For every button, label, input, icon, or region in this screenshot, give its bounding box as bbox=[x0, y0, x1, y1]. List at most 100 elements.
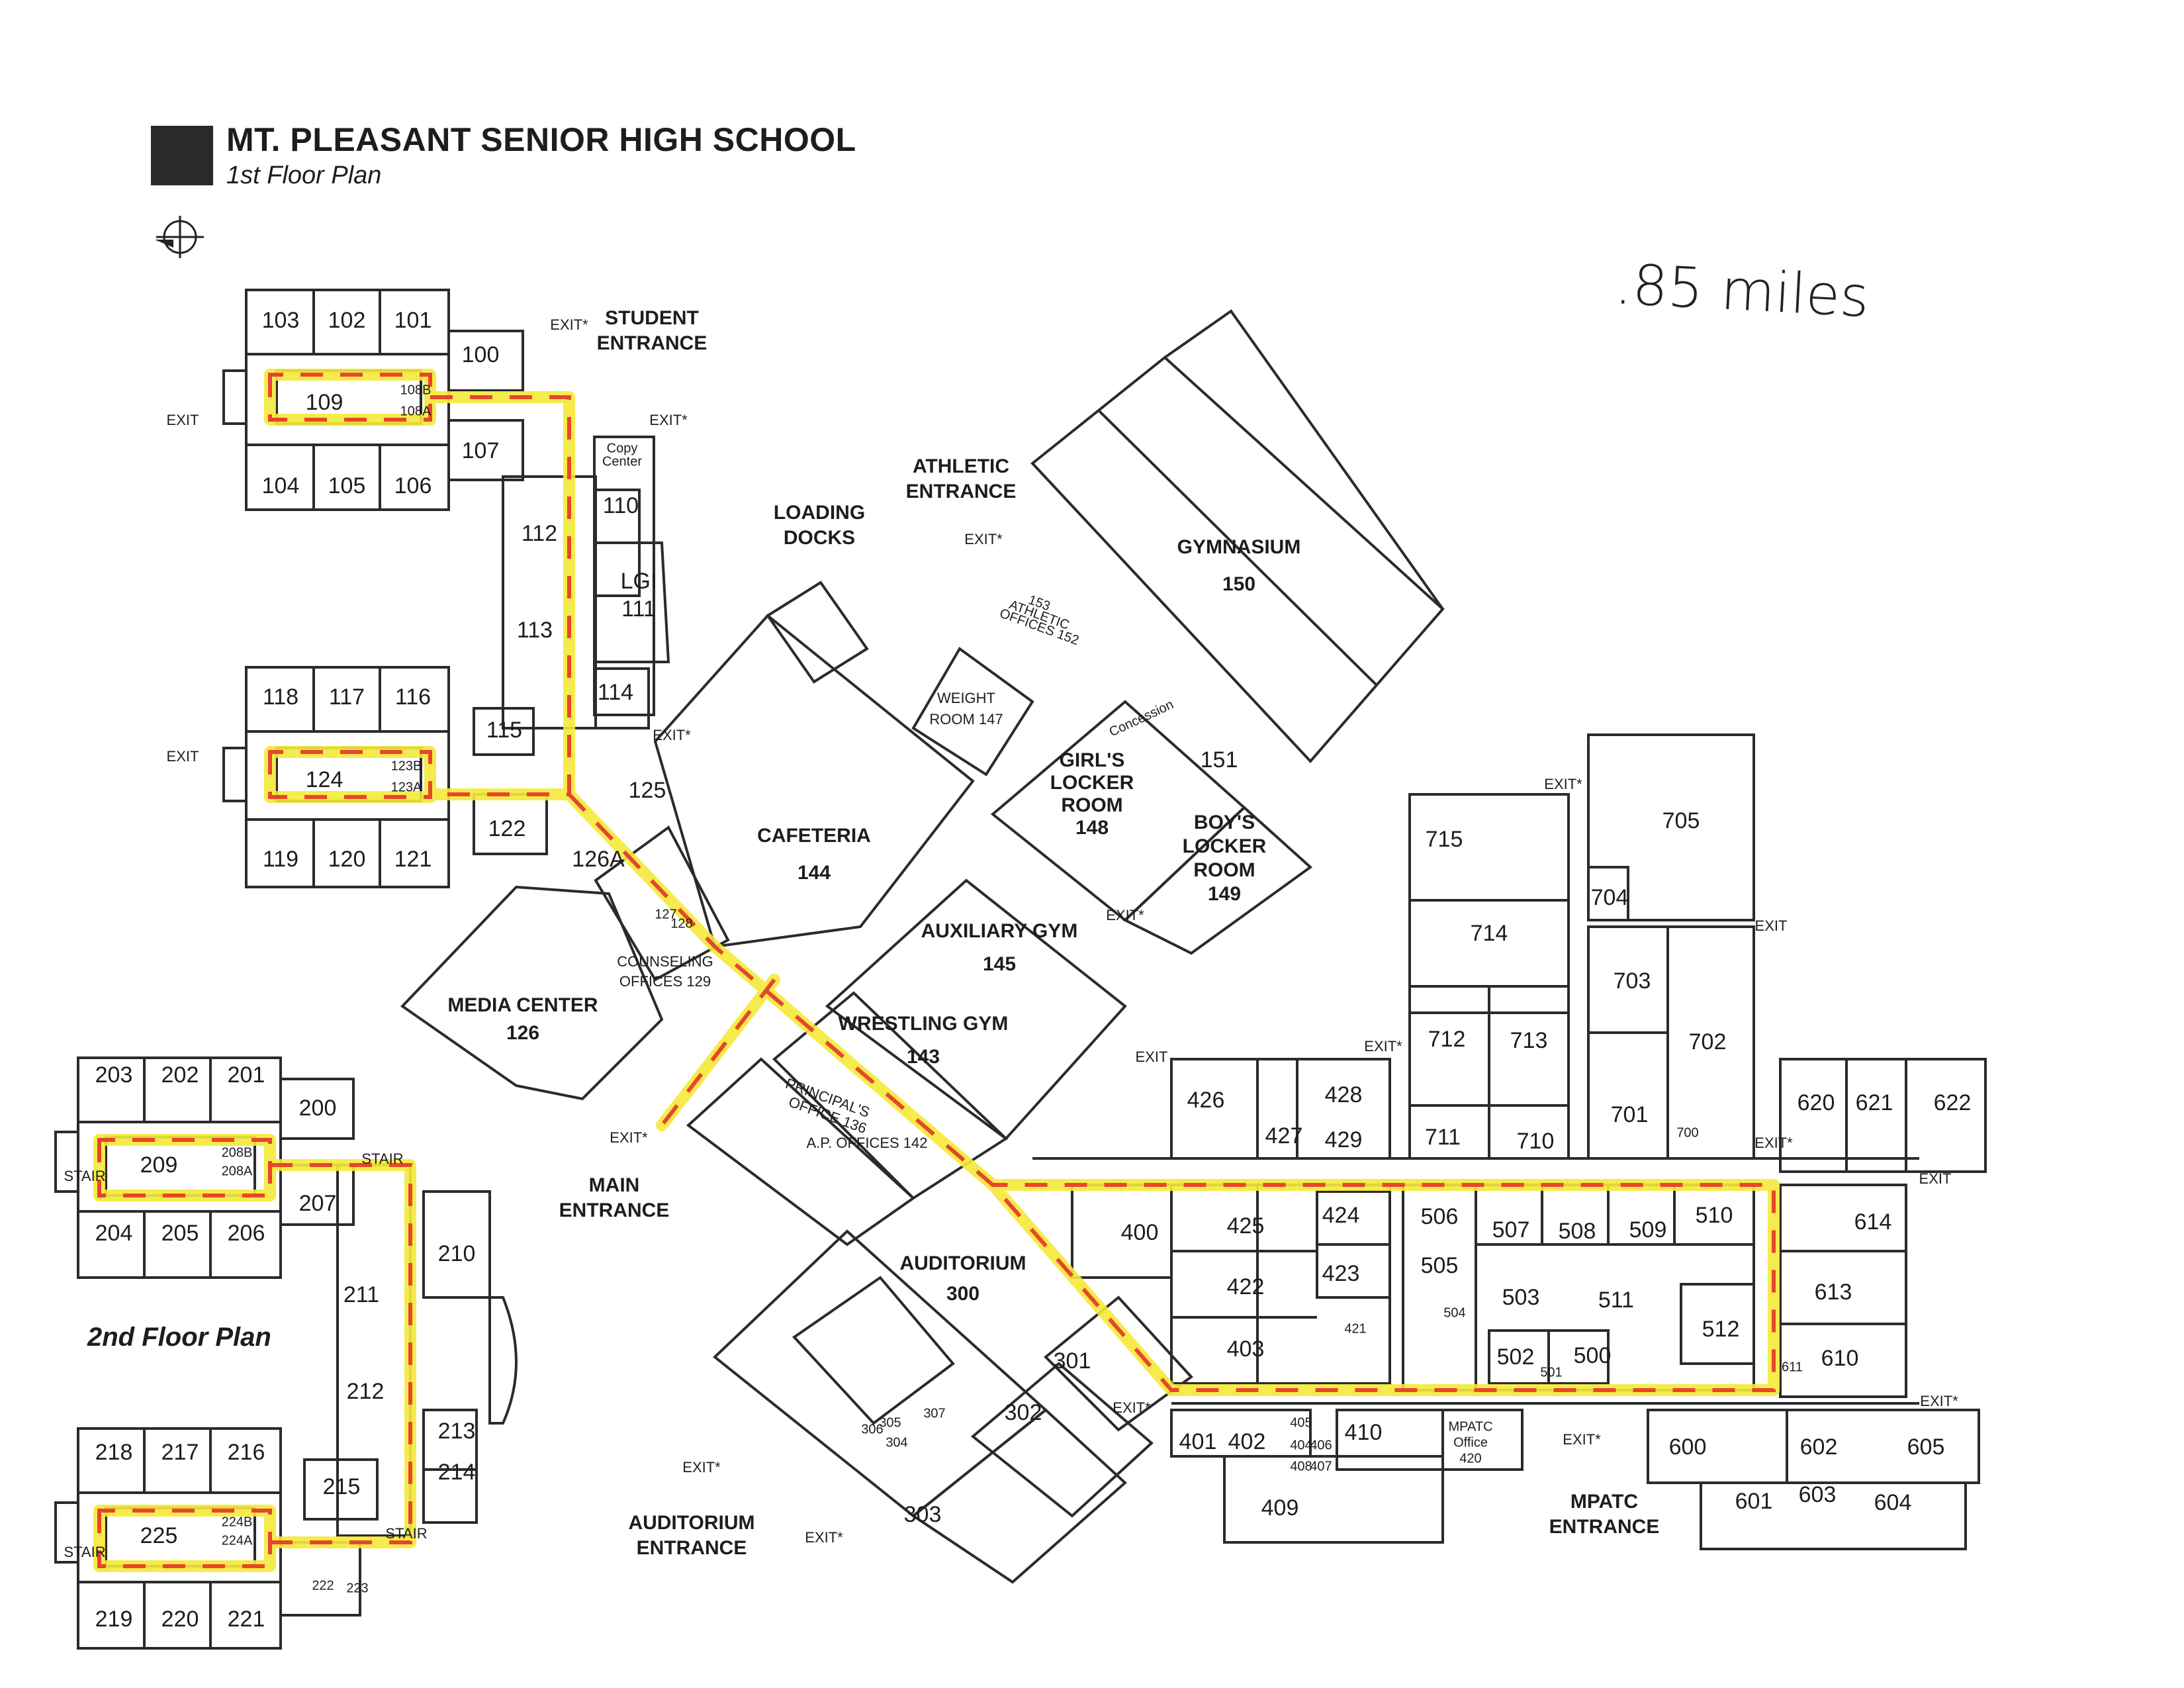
room-221: 221 bbox=[228, 1607, 265, 1632]
room-122: 122 bbox=[488, 816, 526, 841]
student-entrance-label: ENTRANCE bbox=[597, 332, 707, 354]
girls-locker-label: LOCKER bbox=[1050, 772, 1134, 794]
room-602: 602 bbox=[1800, 1434, 1838, 1460]
room-109: 109 bbox=[306, 390, 343, 415]
room-704: 704 bbox=[1591, 885, 1629, 910]
room-107: 107 bbox=[462, 438, 500, 463]
athletic-entrance-label: ENTRANCE bbox=[906, 481, 1017, 502]
exit-marker: EXIT* bbox=[649, 412, 688, 428]
room-715: 715 bbox=[1426, 827, 1463, 852]
room-400: 400 bbox=[1121, 1220, 1159, 1245]
wrestling-gym-label: 143 bbox=[907, 1046, 940, 1068]
exit-marker: EXIT bbox=[167, 748, 199, 765]
room-409: 409 bbox=[1261, 1495, 1299, 1521]
room-219: 219 bbox=[95, 1607, 133, 1632]
room-223: 223 bbox=[346, 1581, 368, 1595]
room-103: 103 bbox=[262, 308, 300, 333]
plan-subtitle: 1st Floor Plan bbox=[226, 162, 382, 189]
room-102: 102 bbox=[328, 308, 366, 333]
room-501: 501 bbox=[1540, 1365, 1562, 1380]
room-214: 214 bbox=[438, 1460, 476, 1485]
exit-marker: EXIT bbox=[1755, 917, 1788, 934]
copy-center-label: Copy bbox=[607, 441, 638, 455]
room-151: 151 bbox=[1201, 747, 1238, 773]
room-510: 510 bbox=[1696, 1203, 1733, 1228]
mpatc-office-label: 420 bbox=[1459, 1451, 1481, 1466]
mpatc-office-label: MPATC bbox=[1448, 1419, 1492, 1434]
room-600: 600 bbox=[1669, 1434, 1707, 1460]
room-105: 105 bbox=[328, 473, 366, 498]
exit-marker: STAIR bbox=[385, 1525, 427, 1542]
ap-offices-label: A.P. OFFICES 142 bbox=[806, 1135, 927, 1151]
mpatc-entrance-label: MPATC bbox=[1570, 1491, 1638, 1513]
room-201: 201 bbox=[228, 1062, 265, 1088]
room-506: 506 bbox=[1421, 1204, 1459, 1229]
north-arrow-icon bbox=[155, 216, 204, 258]
room-306: 306 bbox=[861, 1422, 883, 1436]
room-119: 119 bbox=[263, 847, 298, 872]
room-502: 502 bbox=[1497, 1344, 1535, 1370]
room-500: 500 bbox=[1574, 1343, 1612, 1368]
room-127: 127 bbox=[655, 907, 676, 921]
athletic-entrance-label: ATHLETIC bbox=[913, 455, 1009, 477]
room-216: 216 bbox=[228, 1440, 265, 1465]
room-207: 207 bbox=[299, 1191, 337, 1216]
room-503: 503 bbox=[1502, 1285, 1540, 1310]
room-116: 116 bbox=[395, 684, 431, 710]
exit-marker: EXIT* bbox=[1563, 1431, 1601, 1448]
girls-locker-label: GIRL'S bbox=[1060, 749, 1125, 771]
room-108B: 108B bbox=[400, 383, 432, 397]
boys-locker-label: BOY'S bbox=[1194, 812, 1255, 833]
building-walls bbox=[54, 289, 1987, 1650]
room-703: 703 bbox=[1614, 968, 1651, 994]
route-arrows bbox=[97, 373, 1776, 1568]
auditorium-entrance-label: AUDITORIUM bbox=[628, 1512, 754, 1534]
exit-marker: EXIT* bbox=[1106, 907, 1144, 923]
room-203: 203 bbox=[95, 1062, 133, 1088]
loading-docks-label: LOADING bbox=[774, 502, 865, 524]
counseling-label: OFFICES 129 bbox=[619, 973, 711, 990]
room-121: 121 bbox=[394, 847, 432, 872]
exit-marker: EXIT* bbox=[682, 1459, 721, 1476]
room-428: 428 bbox=[1325, 1082, 1363, 1107]
lgi-label: LGI bbox=[621, 569, 657, 594]
second-floor-title: 2nd Floor Plan bbox=[87, 1323, 271, 1352]
exit-marker: EXIT* bbox=[550, 316, 588, 333]
room-423: 423 bbox=[1322, 1261, 1360, 1286]
exit-marker: EXIT* bbox=[653, 727, 691, 743]
room-421: 421 bbox=[1344, 1321, 1366, 1336]
room-128: 128 bbox=[670, 916, 692, 931]
room-507: 507 bbox=[1492, 1217, 1530, 1243]
room-108A: 108A bbox=[400, 404, 432, 418]
room-711: 711 bbox=[1425, 1125, 1461, 1150]
wrestling-gym-label: WRESTLING GYM bbox=[839, 1013, 1009, 1035]
room-403: 403 bbox=[1227, 1336, 1265, 1362]
room-505: 505 bbox=[1421, 1253, 1459, 1278]
title-block-marker bbox=[151, 126, 213, 185]
room-123A: 123A bbox=[391, 780, 422, 794]
room-115: 115 bbox=[486, 718, 522, 743]
exit-marker: EXIT bbox=[1919, 1170, 1952, 1187]
room-621: 621 bbox=[1856, 1090, 1893, 1115]
room-610: 610 bbox=[1821, 1346, 1859, 1371]
room-307: 307 bbox=[923, 1406, 945, 1421]
room-700: 700 bbox=[1676, 1125, 1698, 1140]
room-426: 426 bbox=[1187, 1088, 1225, 1113]
exit-marker: EXIT* bbox=[1754, 1135, 1793, 1151]
exit-marker: EXIT* bbox=[610, 1129, 648, 1146]
room-425: 425 bbox=[1227, 1213, 1265, 1239]
room-611: 611 bbox=[1782, 1360, 1803, 1374]
room-622: 622 bbox=[1934, 1090, 1972, 1115]
room-304: 304 bbox=[886, 1435, 907, 1450]
exit-marker: EXIT* bbox=[1364, 1038, 1402, 1055]
media-center-label: 126 bbox=[506, 1022, 539, 1044]
room-305: 305 bbox=[879, 1415, 901, 1430]
room-424: 424 bbox=[1322, 1203, 1360, 1228]
boys-locker-label: ROOM bbox=[1193, 859, 1255, 881]
main-entrance-label: MAIN bbox=[589, 1174, 640, 1196]
room-104: 104 bbox=[262, 473, 300, 498]
room-702: 702 bbox=[1689, 1029, 1727, 1055]
room-406: 406 bbox=[1310, 1438, 1332, 1452]
room-429: 429 bbox=[1325, 1127, 1363, 1152]
